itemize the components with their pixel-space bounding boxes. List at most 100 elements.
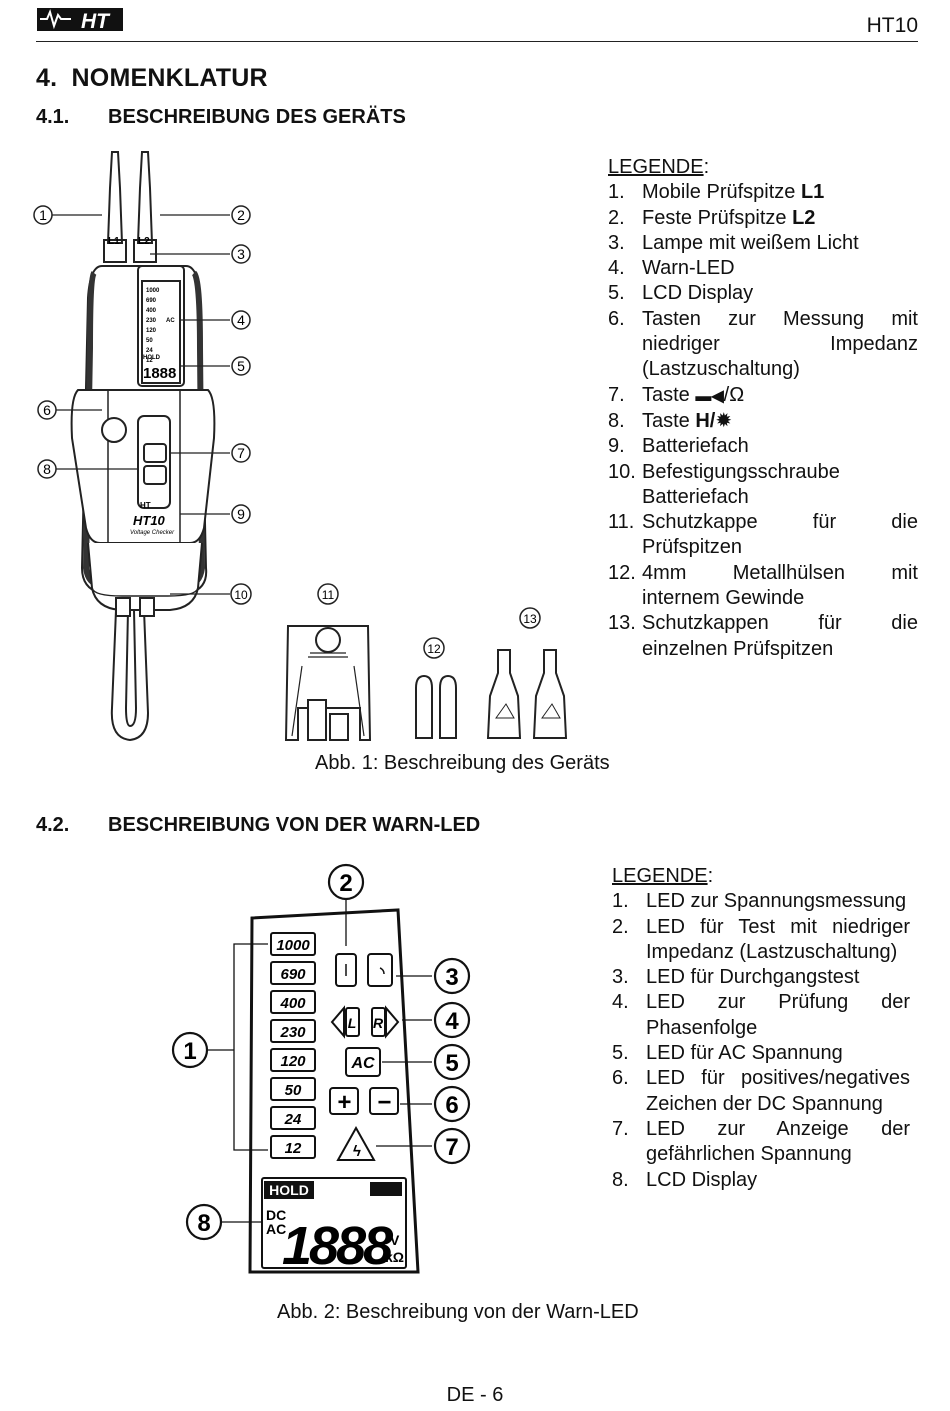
svg-text:50: 50 <box>285 1082 302 1099</box>
logo-text: HT <box>81 10 111 33</box>
svg-text:50: 50 <box>146 338 153 344</box>
svg-text:1888: 1888 <box>143 365 176 382</box>
speaker-icon: ▬◀ <box>695 387 724 405</box>
legend-item-text: Feste Prüfspitze <box>642 206 793 229</box>
legend-item-text: LED für positives/negatives Zeichen der … <box>646 1067 910 1115</box>
svg-text:13: 13 <box>523 612 537 626</box>
legend-item-text: LCD Display <box>642 282 754 305</box>
svg-text:3: 3 <box>445 964 458 991</box>
legend-item-number: 4. <box>612 991 629 1014</box>
header-rule <box>36 41 918 42</box>
ac2-label: AC <box>266 1221 286 1237</box>
legend-item-text: Tasten zur Messung mit niedriger Impedan… <box>642 307 918 381</box>
legend-item-text: LED zur Spannungsmessung <box>646 890 907 913</box>
svg-text:24: 24 <box>146 348 153 354</box>
legend-item-text: LCD Display <box>646 1168 758 1191</box>
legend-2-item: 7.LED zur Anzeige der gefährlichen Spann… <box>612 1117 910 1168</box>
device-callouts: 1 2 3 4 5 6 7 8 9 10 11 12 13 <box>33 205 541 659</box>
svg-text:230: 230 <box>279 1024 306 1041</box>
svg-text:8: 8 <box>197 1210 210 1237</box>
volt-unit: V <box>390 1232 400 1248</box>
legend-item-text: Mobile Prüfspitze <box>642 181 801 204</box>
legend-1-item: 9.Batteriefach <box>608 434 918 459</box>
legend-item-suffix: /Ω <box>723 383 745 406</box>
svg-text:120: 120 <box>146 328 157 334</box>
legend-1-item: 5. LCD Display <box>608 281 918 306</box>
legend-item-text: Warn-LED <box>642 257 735 280</box>
legend-item-number: 3. <box>608 231 625 254</box>
hold-label: HOLD <box>269 1182 309 1198</box>
legend-item-number: 8. <box>608 409 625 432</box>
svg-text:1000: 1000 <box>146 288 160 294</box>
svg-text:6: 6 <box>43 402 51 418</box>
svg-text:400: 400 <box>279 995 306 1012</box>
legend-item-text: LED für AC Spannung <box>646 1042 843 1065</box>
svg-text:9: 9 <box>237 506 245 522</box>
svg-text:7: 7 <box>237 445 245 461</box>
kohm-unit: kΩ <box>385 1249 404 1265</box>
light-bulb-icon: ✹ <box>715 409 733 432</box>
figure-1-caption: Abb. 1: Beschreibung des Geräts <box>315 752 610 774</box>
svg-text:2: 2 <box>339 870 352 897</box>
svg-text:ϟ: ϟ <box>353 1143 361 1160</box>
legend-item-number: 13. <box>608 612 636 635</box>
legend-1-item: 11. Schutzkappe für die Prüfspitzen <box>608 510 918 561</box>
legend-item-bold: H/ <box>695 409 716 432</box>
led-callouts: 1 2 3 4 5 6 7 8 <box>171 863 471 1241</box>
legend-item-bold: L2 <box>792 206 816 229</box>
document-id: HT10 <box>866 14 918 37</box>
legend-item-number: 1. <box>612 890 629 913</box>
probe-label-l1: L1 <box>108 236 120 247</box>
legend-2-item: 1. LED zur Spannungsmessung <box>612 889 910 914</box>
probe-label-l2: L2 <box>138 236 150 247</box>
legend-item-text: Lampe mit weißem Licht <box>642 231 859 254</box>
subsection-1-title: 4.1.BESCHREIBUNG DES GERÄTS <box>36 106 406 128</box>
legend-1-item: 6.Tasten zur Messung mit niedriger Imped… <box>608 307 918 383</box>
plus-label: + <box>337 1089 351 1116</box>
legend-1-item: 13.Schutzkappen für die einzelnen Prüfsp… <box>608 611 918 662</box>
legend-item-text: LED zur Anzeige der gefährlichen Spannun… <box>646 1117 910 1166</box>
legend-item-number: 8. <box>612 1168 629 1191</box>
svg-text:230: 230 <box>146 318 157 324</box>
legend-item-number: 4. <box>608 257 625 280</box>
voltage-led-list: 1000 690 400 230 120 50 24 12 <box>270 932 316 1159</box>
legend-item-number: 5. <box>608 282 625 305</box>
svg-text:7: 7 <box>445 1134 458 1161</box>
legend-item-text: LED für Test mit niedriger Impedanz (Las… <box>646 915 910 963</box>
dc-label: DC <box>266 1207 286 1223</box>
legend-item-text: Taste <box>642 409 696 432</box>
svg-text:12: 12 <box>146 358 153 364</box>
legend-1-item: 10.Befestigungsschraube Batteriefach <box>608 460 918 511</box>
subsection-2-title: 4.2.BESCHREIBUNG VON DER WARN-LED <box>36 814 481 836</box>
legend-item-number: 6. <box>612 1067 629 1090</box>
phase-right-label: R <box>373 1015 384 1031</box>
svg-text:4: 4 <box>445 1008 459 1035</box>
legend-item-text: Schutzkappe für die Prüfspitzen <box>642 511 918 559</box>
svg-text:6: 6 <box>445 1092 458 1119</box>
device-figure: L1 L2 1000 690 400 230 120 50 24 12 AC H… <box>33 151 568 742</box>
section-title: 4. NOMENKLATUR <box>36 64 268 92</box>
svg-text:12: 12 <box>427 642 441 656</box>
svg-text:AC: AC <box>166 318 175 324</box>
legend-item-text: LED zur Prüfung der Phasenfolge <box>646 991 910 1039</box>
minus-label: − <box>377 1089 391 1116</box>
ac-label: AC <box>350 1055 375 1072</box>
svg-text:5: 5 <box>445 1050 458 1077</box>
legend-1-item: 7. Taste ▬◀/Ω <box>608 383 918 409</box>
svg-text:2: 2 <box>237 207 245 223</box>
legend-item-number: 7. <box>608 383 625 406</box>
svg-text:8: 8 <box>43 461 51 477</box>
legend-2-item: 8. LCD Display <box>612 1168 910 1193</box>
device-subtitle: Voltage Checker <box>130 530 175 536</box>
legend-1-item: 12.4mm Metallhülsen mit internem Gewinde <box>608 561 918 612</box>
svg-text:24: 24 <box>284 1111 302 1128</box>
legend-item-number: 2. <box>608 206 625 229</box>
legend-2-title: LEGENDE <box>612 865 708 887</box>
svg-text:12: 12 <box>285 1140 302 1157</box>
legend-2-item: 3.LED für Durchgangstest <box>612 965 910 990</box>
legend-1-item: 8. Taste H/✹ <box>608 409 918 434</box>
svg-text:120: 120 <box>280 1053 306 1070</box>
legend-item-text: Taste <box>642 383 696 406</box>
legend-item-number: 11. <box>608 511 635 534</box>
legend-2-item: 6. LED für positives/negatives Zeichen de… <box>612 1066 910 1117</box>
